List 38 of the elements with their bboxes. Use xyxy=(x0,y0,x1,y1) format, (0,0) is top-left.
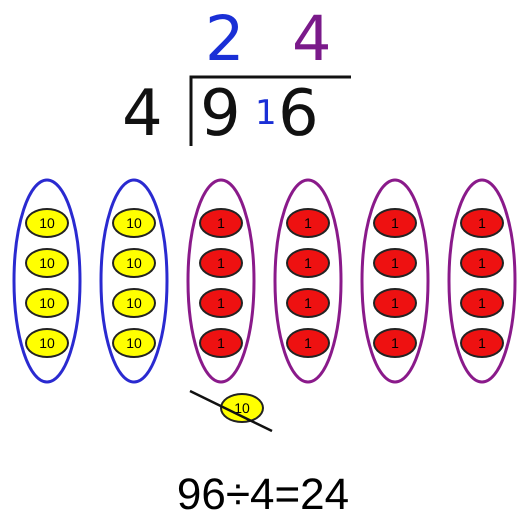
group-oval xyxy=(99,178,169,384)
one-counter: 1 xyxy=(373,208,417,238)
one-counter: 1 xyxy=(199,288,243,318)
one-counter: 1 xyxy=(373,328,417,358)
dividend-digit: 9 xyxy=(200,82,241,146)
one-counter: 1 xyxy=(286,208,330,238)
ten-counter: 10 xyxy=(25,208,69,238)
one-counter: 1 xyxy=(199,208,243,238)
one-counter: 1 xyxy=(460,248,504,278)
group-oval xyxy=(447,178,517,384)
one-counter: 1 xyxy=(199,328,243,358)
one-counter: 1 xyxy=(460,328,504,358)
one-counter: 1 xyxy=(199,248,243,278)
quotient-digit: 2 xyxy=(205,8,244,70)
ten-counter: 10 xyxy=(25,328,69,358)
one-counter: 1 xyxy=(286,248,330,278)
ten-counter: 10 xyxy=(112,288,156,318)
equation-caption: 96÷4=24 xyxy=(176,470,350,520)
ten-counter: 10 xyxy=(220,393,264,423)
one-counter: 1 xyxy=(373,248,417,278)
quotient-digit: 4 xyxy=(292,8,332,70)
one-counter: 1 xyxy=(373,288,417,318)
group-oval xyxy=(186,178,256,384)
ten-counter: 10 xyxy=(25,248,69,278)
ten-counter: 10 xyxy=(112,328,156,358)
ten-counter: 10 xyxy=(112,248,156,278)
carry-digit: 1 xyxy=(255,96,277,130)
one-counter: 1 xyxy=(460,288,504,318)
dividend-digit: 6 xyxy=(278,82,319,146)
ten-counter: 10 xyxy=(25,288,69,318)
one-counter: 1 xyxy=(286,288,330,318)
group-oval xyxy=(273,178,343,384)
group-oval xyxy=(360,178,430,384)
ten-counter: 10 xyxy=(112,208,156,238)
one-counter: 1 xyxy=(286,328,330,358)
one-counter: 1 xyxy=(460,208,504,238)
divisor-digit: 4 xyxy=(122,82,163,146)
group-oval xyxy=(12,178,82,384)
